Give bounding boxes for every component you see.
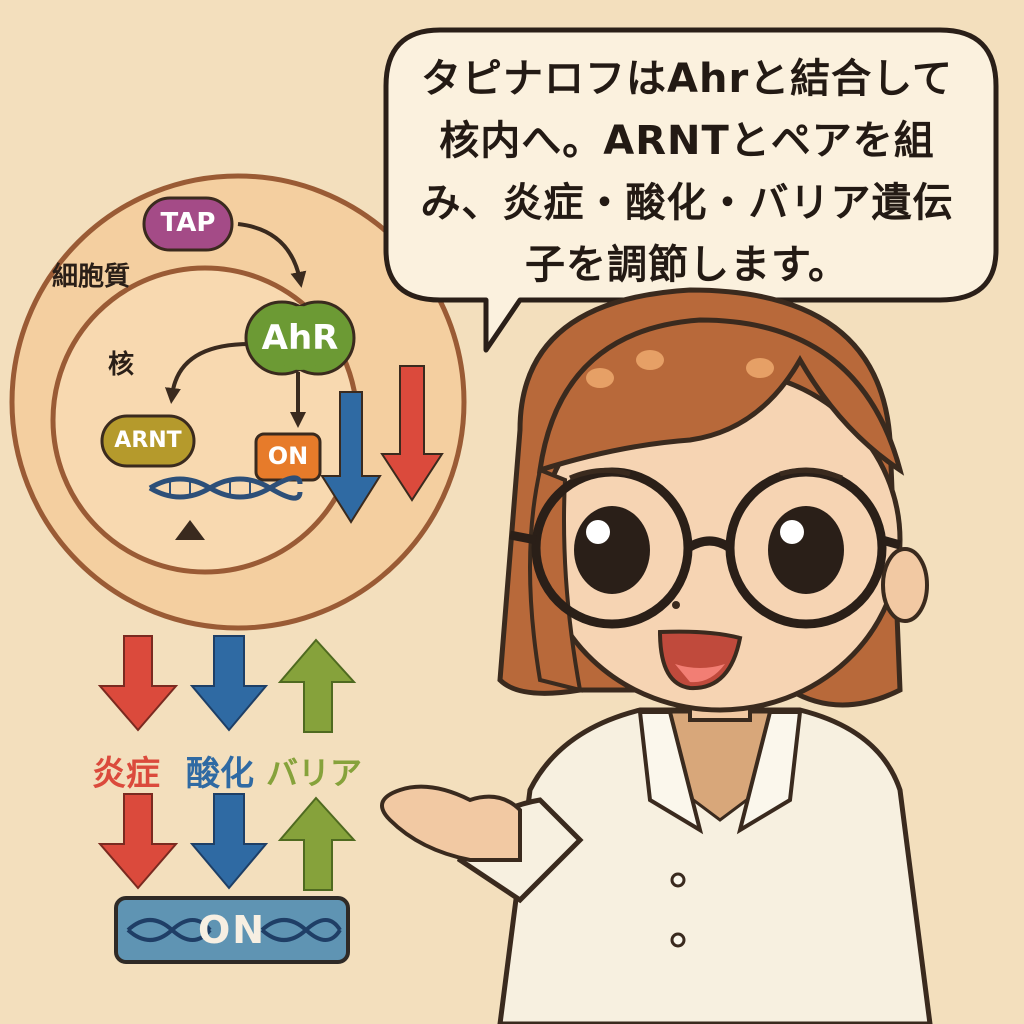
- effects-panel: [97, 635, 357, 964]
- eyebrow-right: [779, 467, 843, 481]
- hair-highlight: [586, 368, 614, 388]
- nucleus-label: 核: [108, 350, 135, 380]
- inflammation-arrow-bottom: [97, 793, 179, 890]
- gene-dna-helix: [126, 918, 342, 942]
- speech-line: 核内へ。ARNTとペアを組: [439, 118, 935, 164]
- ahr-protein: [244, 300, 356, 376]
- ahr-label: AhR: [261, 318, 339, 358]
- on-label: ON: [267, 442, 309, 470]
- coat-lapel-left: [637, 710, 704, 835]
- cell-oxidation-down-arrow: [320, 391, 382, 524]
- cell-inflammation-down-arrow: [380, 365, 444, 502]
- hair-highlight: [746, 358, 774, 378]
- gene-on-label: ON: [197, 908, 267, 952]
- inflammation-label: 炎症: [92, 754, 160, 794]
- speech-line: 子を調節します。: [525, 242, 849, 288]
- ahr-to-arnt-arrow: [164, 342, 251, 404]
- coat-lapel-right: [736, 710, 803, 835]
- eye-right: [768, 506, 844, 594]
- speech-bubble-text: タピナロフはAhrと結合して 核内へ。ARNTとペアを組 み、炎症・酸化・バリア…: [392, 48, 982, 296]
- gene-on-box: [114, 896, 350, 964]
- nose: [672, 601, 680, 609]
- tap-to-ahr-arrow: [237, 222, 307, 288]
- mouth: [657, 629, 743, 691]
- inflammation-arrow-top: [97, 635, 179, 732]
- ear: [881, 547, 929, 623]
- arnt-pill: [100, 414, 196, 468]
- hair-bangs: [536, 317, 905, 476]
- coat-button: [670, 872, 686, 888]
- tap-pill: [142, 196, 234, 252]
- arnt-label: ARNT: [114, 428, 182, 453]
- oxidation-arrow-top: [189, 635, 269, 732]
- cell-diagram: [9, 173, 467, 631]
- eyebrow-left: [569, 467, 631, 481]
- speech-bubble: [383, 27, 999, 353]
- dna-strand: [148, 475, 303, 501]
- binding-site-triangle: [175, 520, 205, 540]
- oxidation-arrow-bottom: [189, 793, 269, 890]
- barrier-arrow-bottom: [277, 796, 357, 891]
- tap-label: TAP: [160, 208, 216, 238]
- speech-line: み、炎症・酸化・バリア遺伝: [420, 180, 954, 226]
- barrier-arrow-top: [277, 638, 357, 733]
- coat-button: [670, 932, 686, 948]
- eye-left: [574, 506, 650, 594]
- barrier-label: バリア: [266, 754, 363, 792]
- cytoplasm-label: 細胞質: [52, 262, 131, 292]
- oxidation-label: 酸化: [186, 754, 254, 794]
- hand: [380, 784, 522, 862]
- hair-highlight: [636, 350, 664, 370]
- speech-line: タピナロフはAhrと結合して: [421, 56, 953, 102]
- scientist-character: [380, 287, 933, 1024]
